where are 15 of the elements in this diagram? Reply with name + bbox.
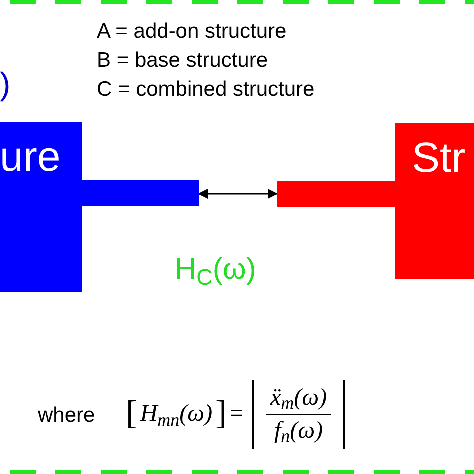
denominator: f$_{n}$(ω)	[274, 416, 324, 446]
numerator: ẍ$_{m}$(ω)	[266, 382, 332, 414]
edge-label: H$_{C}$(ω)	[175, 255, 256, 285]
bracket: [	[126, 397, 138, 431]
block-label: ure	[0, 136, 61, 178]
legend-text: B = base structure	[97, 48, 270, 74]
formula-term: H$_{mn}$(ω)	[140, 400, 213, 432]
equals-sign: =	[230, 400, 244, 429]
double-arrow	[198, 189, 278, 199]
legend-text: C = combined structure	[97, 77, 315, 103]
partial-text: )	[0, 68, 11, 100]
formula-text: where	[38, 405, 96, 426]
legend-text: A = add-on structure	[97, 19, 288, 45]
block-label: Str	[412, 137, 466, 179]
bracket: ]	[216, 397, 227, 431]
